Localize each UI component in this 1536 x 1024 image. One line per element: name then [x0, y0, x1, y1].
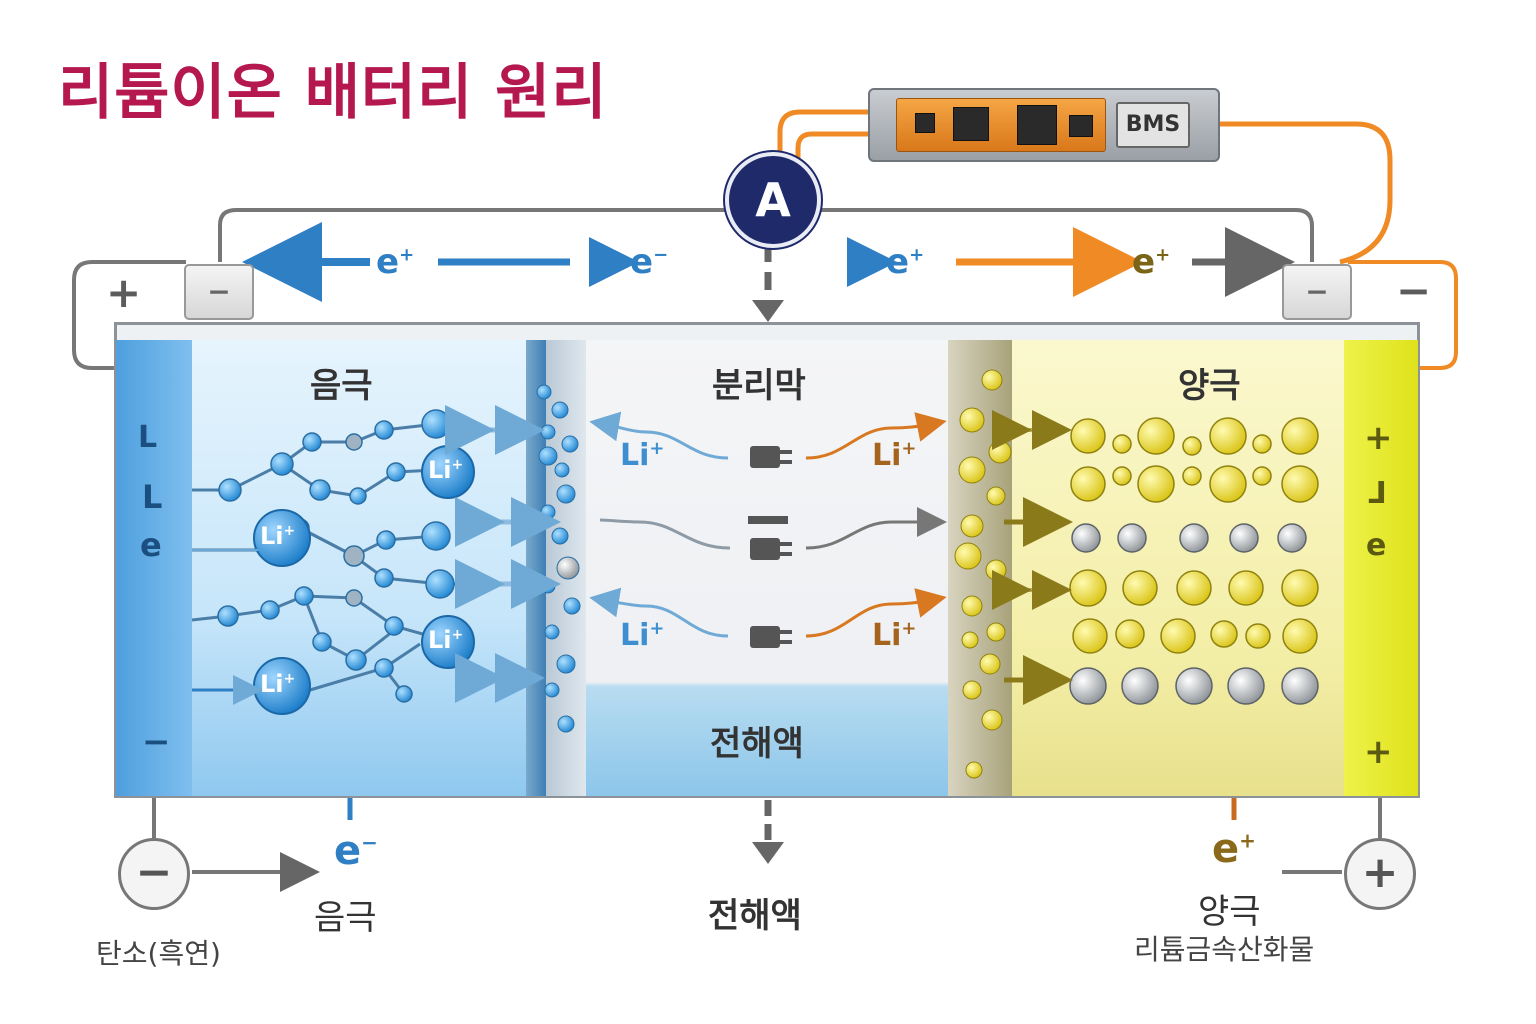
anode-current-collector [116, 340, 192, 796]
bms-label: BMS [1116, 102, 1190, 148]
li-ion-label: Li+ [872, 438, 917, 473]
collector-left-text: − [142, 722, 171, 762]
terminal-left: − [184, 264, 254, 320]
bottom-electrolyte-label: 전해액 [708, 896, 802, 936]
electron-label-top-right: e+ [1132, 242, 1171, 282]
collector-right-text: ᒧ [1368, 476, 1387, 511]
collector-right-text: + [1364, 418, 1393, 458]
li-ion-label: Li+ [872, 618, 917, 653]
anode-material-label: 탄소(흑연) [96, 937, 221, 970]
separator-region [586, 340, 948, 796]
bottom-anode-label: 음극 [314, 898, 377, 938]
electrolyte-label: 전해액 [710, 724, 804, 764]
page-title: 리튬이온 배터리 원리 [58, 58, 608, 128]
ammeter: A [725, 152, 821, 248]
minus-symbol-right: − [1396, 266, 1432, 315]
collector-left-text: L [138, 420, 158, 455]
anode-label: 음극 [310, 366, 373, 406]
cathode-current-collector [1344, 340, 1418, 796]
collector-left-text: e [140, 526, 162, 564]
collector-right-text: + [1364, 732, 1393, 772]
positive-terminal-symbol: + [1344, 838, 1416, 910]
collector-right-text: e [1366, 528, 1387, 563]
electron-label-bottom-left: e− [334, 828, 378, 874]
li-ion-label: Li+ [260, 522, 296, 550]
separator-label: 분리막 [712, 366, 806, 406]
electron-label-top-mid-left: e− [630, 242, 669, 282]
negative-terminal-symbol: − [118, 838, 190, 910]
circuit-board [896, 98, 1106, 152]
li-ion-label: Li+ [260, 670, 296, 698]
collector-left-text: L [142, 478, 163, 516]
li-ion-label: Li+ [620, 438, 665, 473]
li-ion-label: Li+ [620, 618, 665, 653]
electron-label-top-left: e+ [376, 242, 415, 282]
plus-symbol-left: + [106, 268, 142, 317]
cathode-label: 양극 [1178, 366, 1241, 406]
li-ion-label: Li+ [428, 626, 464, 654]
electron-label-top-mid-right: e+ [886, 242, 925, 282]
cathode-material-label: 리튬금속산화물 [1134, 933, 1315, 966]
terminal-right: − [1282, 264, 1352, 320]
bms-module: BMS [868, 88, 1220, 162]
li-ion-label: Li+ [428, 456, 464, 484]
bottom-cathode-label: 양극 [1198, 892, 1261, 932]
electron-label-bottom-right: e+ [1212, 826, 1256, 872]
